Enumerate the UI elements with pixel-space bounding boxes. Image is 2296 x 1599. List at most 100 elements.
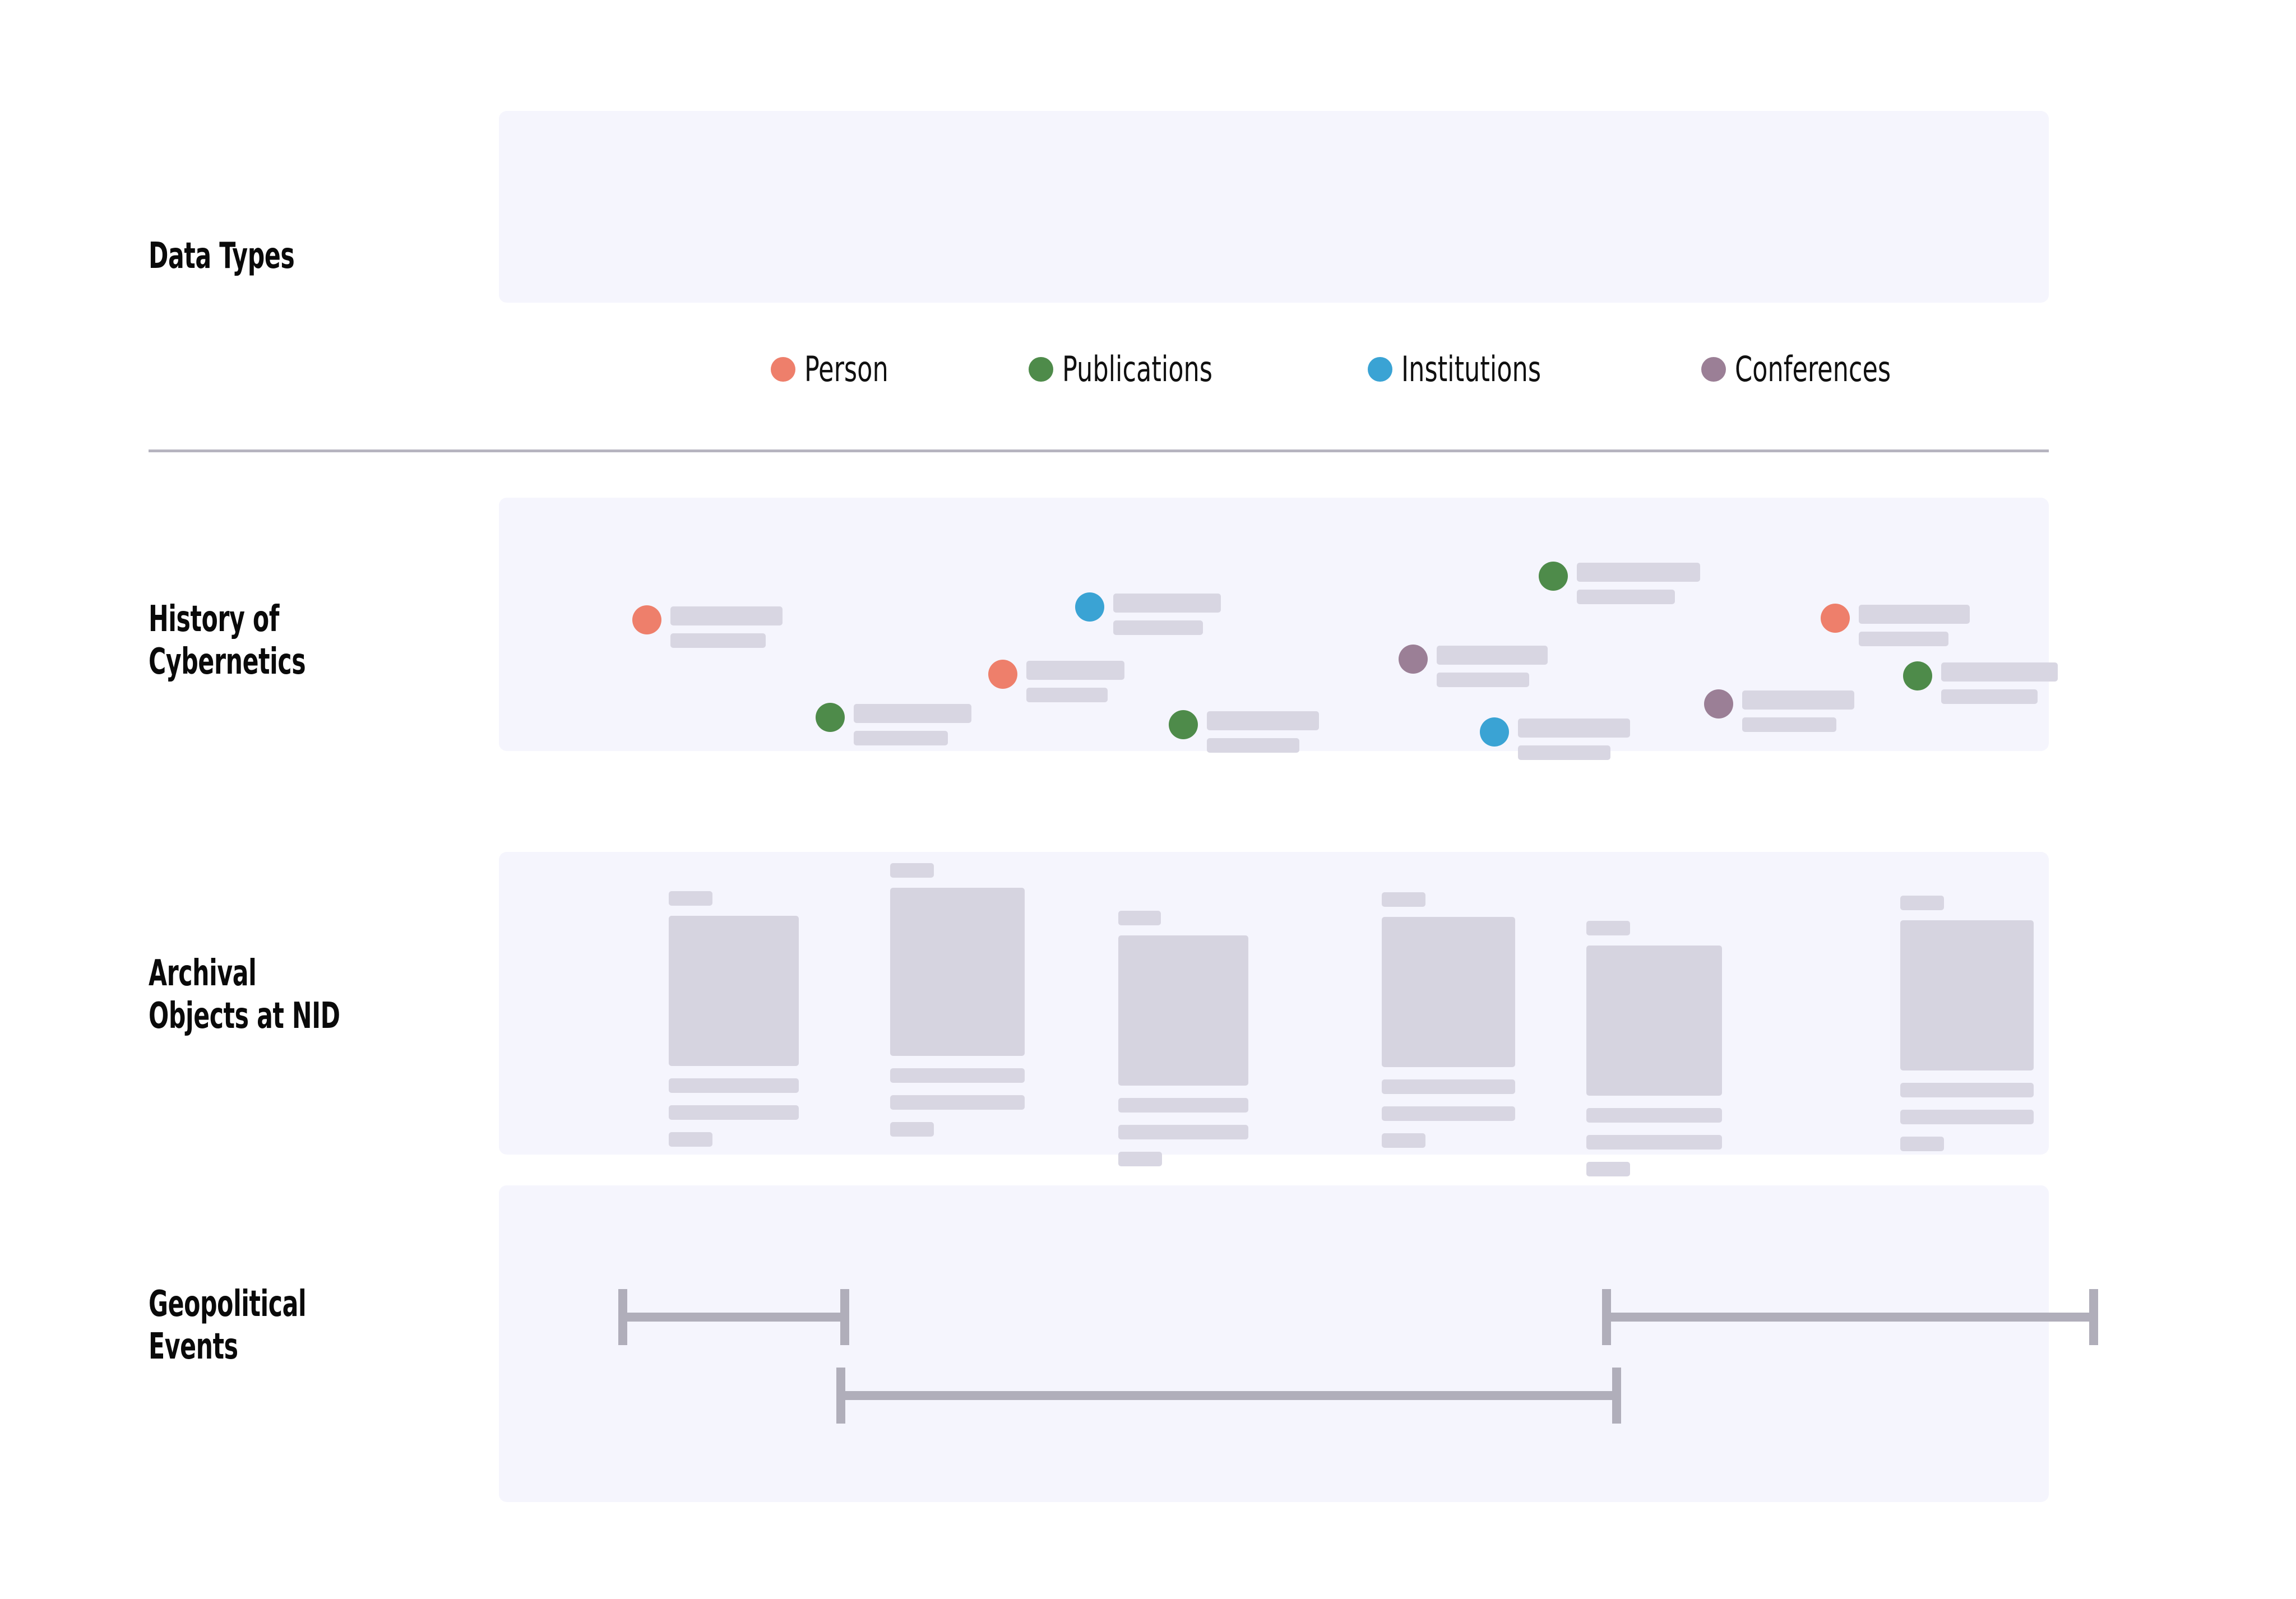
- timeline-placeholder-bars: [1437, 643, 1548, 687]
- timeline-dot-publications-icon: [816, 703, 845, 732]
- range-line: [618, 1313, 849, 1322]
- card-caption-placeholder: [1586, 921, 1630, 935]
- legend-label: Conferences: [1735, 349, 1891, 390]
- row-label-geopolitical-events: Geopolitical Events: [149, 1283, 307, 1368]
- card-image-placeholder: [1118, 935, 1248, 1086]
- legend-dot-icon: [1368, 357, 1392, 382]
- card-image-placeholder: [669, 916, 799, 1066]
- row-label-archival-objects-at-nid: Archival Objects at NID: [149, 953, 340, 1037]
- card-image-placeholder: [890, 888, 1025, 1056]
- timeline-placeholder-bars: [1742, 688, 1854, 732]
- timeline-placeholder-bars: [1113, 591, 1221, 635]
- archival-card[interactable]: [1118, 911, 1248, 1166]
- card-text-line: [890, 1122, 934, 1137]
- card-caption-placeholder: [890, 863, 934, 878]
- card-caption-placeholder: [669, 891, 712, 906]
- geopolitical-events-panel: [499, 1185, 2098, 1502]
- archival-card[interactable]: [890, 863, 1025, 1137]
- timeline-dot-institutions-icon: [1480, 717, 1509, 747]
- legend-item-publications[interactable]: Publications: [1029, 352, 1250, 387]
- card-text-line: [1382, 1079, 1515, 1094]
- archival-card[interactable]: [1586, 921, 1722, 1176]
- card-text-line: [1900, 1110, 2034, 1124]
- card-image-placeholder: [1900, 920, 2034, 1070]
- timeline-dot-conferences-icon: [1704, 689, 1733, 719]
- row-history-of-cybernetics: History of Cybernetics: [149, 498, 2058, 760]
- timeline-placeholder-bars: [1207, 709, 1319, 753]
- card-text-line: [890, 1095, 1025, 1110]
- row-label-data-types: Data Types: [149, 235, 295, 277]
- legend-dot-icon: [1029, 357, 1053, 382]
- timeline-item[interactable]: [816, 702, 971, 745]
- geopolitical-range-bar[interactable]: [618, 1289, 849, 1345]
- timeline-item[interactable]: [1399, 643, 1548, 687]
- card-caption-placeholder: [1900, 896, 1944, 910]
- card-caption-placeholder: [1118, 911, 1161, 925]
- timeline-item[interactable]: [1539, 560, 1700, 604]
- legend-label: Institutions: [1401, 349, 1542, 390]
- timeline-dot-publications-icon: [1169, 710, 1198, 739]
- card-text-line: [1118, 1152, 1162, 1166]
- archival-card[interactable]: [1900, 896, 2034, 1151]
- card-text-line: [890, 1068, 1025, 1083]
- timeline-item[interactable]: [1903, 660, 2058, 704]
- row-data-types: Data Types Person Publications Instituti…: [0, 0, 2296, 449]
- legend-dot-icon: [771, 357, 795, 382]
- timeline-dot-person-icon: [988, 660, 1017, 689]
- timeline-dot-institutions-icon: [1075, 592, 1104, 622]
- timeline-placeholder-bars: [670, 604, 783, 648]
- timeline-dot-conferences-icon: [1399, 645, 1428, 674]
- timeline-dot-person-icon: [632, 605, 661, 634]
- card-caption-placeholder: [1382, 892, 1425, 907]
- legend-item-conferences[interactable]: Conferences: [1701, 352, 1930, 387]
- card-text-line: [669, 1078, 799, 1093]
- legend-dot-icon: [1701, 357, 1726, 382]
- geopolitical-range-bar[interactable]: [1602, 1289, 2098, 1345]
- row-label-history-of-cybernetics: History of Cybernetics: [149, 599, 306, 683]
- timeline-dot-publications-icon: [1539, 562, 1568, 591]
- timeline-placeholder-bars: [854, 702, 971, 745]
- card-text-line: [1118, 1098, 1248, 1113]
- card-text-line: [1900, 1137, 1944, 1151]
- legend-item-person[interactable]: Person: [771, 352, 909, 387]
- legend-label: Person: [804, 349, 888, 390]
- card-image-placeholder: [1382, 917, 1515, 1067]
- timeline-placeholder-bars: [1026, 659, 1124, 702]
- archival-card[interactable]: [669, 891, 799, 1147]
- timeline-item[interactable]: [1169, 709, 1319, 753]
- card-text-line: [669, 1132, 712, 1147]
- timeline-item[interactable]: [1075, 591, 1221, 635]
- card-text-line: [1382, 1133, 1425, 1148]
- timeline-placeholder-bars: [1577, 560, 1700, 604]
- section-divider: [149, 449, 2049, 452]
- timeline-item[interactable]: [632, 604, 783, 648]
- card-image-placeholder: [1586, 946, 1722, 1096]
- timeline-item[interactable]: [1821, 602, 1970, 646]
- card-text-line: [1118, 1125, 1248, 1139]
- card-text-line: [1900, 1083, 2034, 1097]
- archival-objects-panel: [499, 852, 2049, 1176]
- row-archival-objects-at-nid: Archival Objects at NID: [0, 0, 2296, 1176]
- legend: Person Publications Institutions Confere…: [499, 111, 2049, 387]
- timeline-item[interactable]: [1480, 716, 1630, 760]
- timeline-item[interactable]: [1704, 688, 1854, 732]
- data-types-panel: Person Publications Institutions Confere…: [499, 111, 2049, 387]
- range-line: [1602, 1313, 2098, 1322]
- card-text-line: [1586, 1162, 1630, 1176]
- timeline-placeholder-bars: [1518, 716, 1630, 760]
- card-text-line: [1586, 1108, 1722, 1123]
- archival-card[interactable]: [1382, 892, 1515, 1148]
- legend-label: Publications: [1062, 349, 1213, 390]
- card-text-line: [1382, 1106, 1515, 1121]
- timeline-item[interactable]: [988, 659, 1124, 702]
- card-text-line: [669, 1105, 799, 1120]
- geopolitical-range-bar[interactable]: [836, 1368, 1621, 1424]
- row-geopolitical-events: Geopolitical Events: [0, 0, 2296, 1502]
- history-of-cybernetics-panel: [499, 498, 2058, 760]
- range-line: [836, 1391, 1621, 1400]
- card-text-line: [1586, 1135, 1722, 1150]
- timeline-placeholder-bars: [1859, 602, 1970, 646]
- timeline-dot-publications-icon: [1903, 661, 1932, 690]
- legend-item-institutions[interactable]: Institutions: [1368, 352, 1576, 387]
- timeline-placeholder-bars: [1941, 660, 2058, 704]
